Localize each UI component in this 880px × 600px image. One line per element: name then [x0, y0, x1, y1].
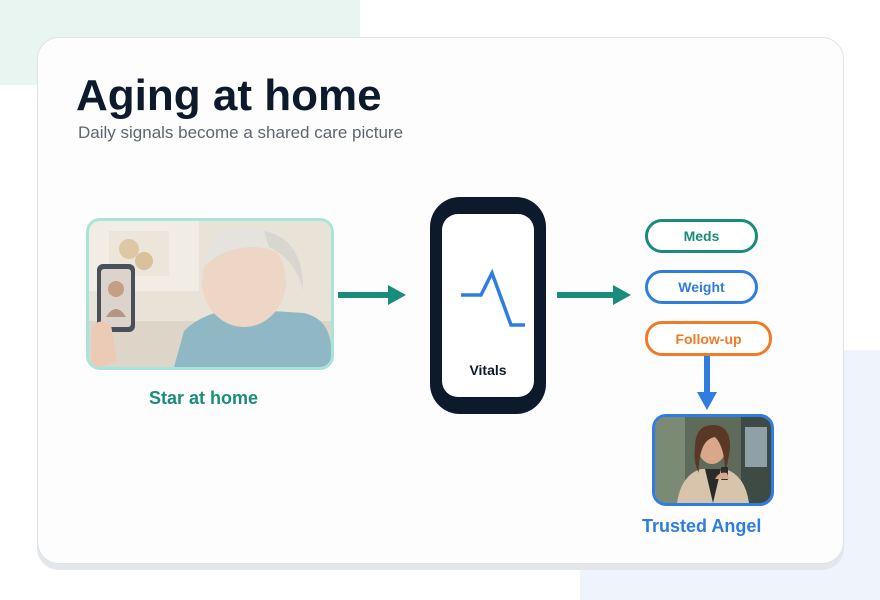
weight-signal: Weight — [645, 270, 758, 304]
meds-signal: Meds — [645, 219, 758, 253]
vitals-phone: Vitals — [430, 197, 546, 414]
page-title: Aging at home — [76, 71, 382, 120]
arrow-follow-up-to-angel — [697, 356, 717, 410]
phone-screen: Vitals — [442, 214, 534, 397]
trusted-angel-caption: Trusted Angel — [642, 516, 762, 536]
trusted-angel-photo — [652, 414, 774, 506]
follow-up-label: Follow-up — [675, 330, 742, 347]
follow-up-signal: Follow-up — [645, 321, 772, 356]
star-at-home-photo — [86, 218, 334, 370]
star-at-home-caption: Star at home — [149, 388, 259, 408]
arrow-phone-to-signals — [557, 285, 631, 305]
arrow-photo-to-phone — [338, 285, 406, 305]
weight-label: Weight — [678, 279, 725, 295]
vitals-waveform — [461, 268, 525, 327]
page-subtitle: Daily signals become a shared care pictu… — [78, 123, 404, 142]
meds-label: Meds — [683, 228, 720, 244]
vitals-label: Vitals — [469, 362, 507, 378]
